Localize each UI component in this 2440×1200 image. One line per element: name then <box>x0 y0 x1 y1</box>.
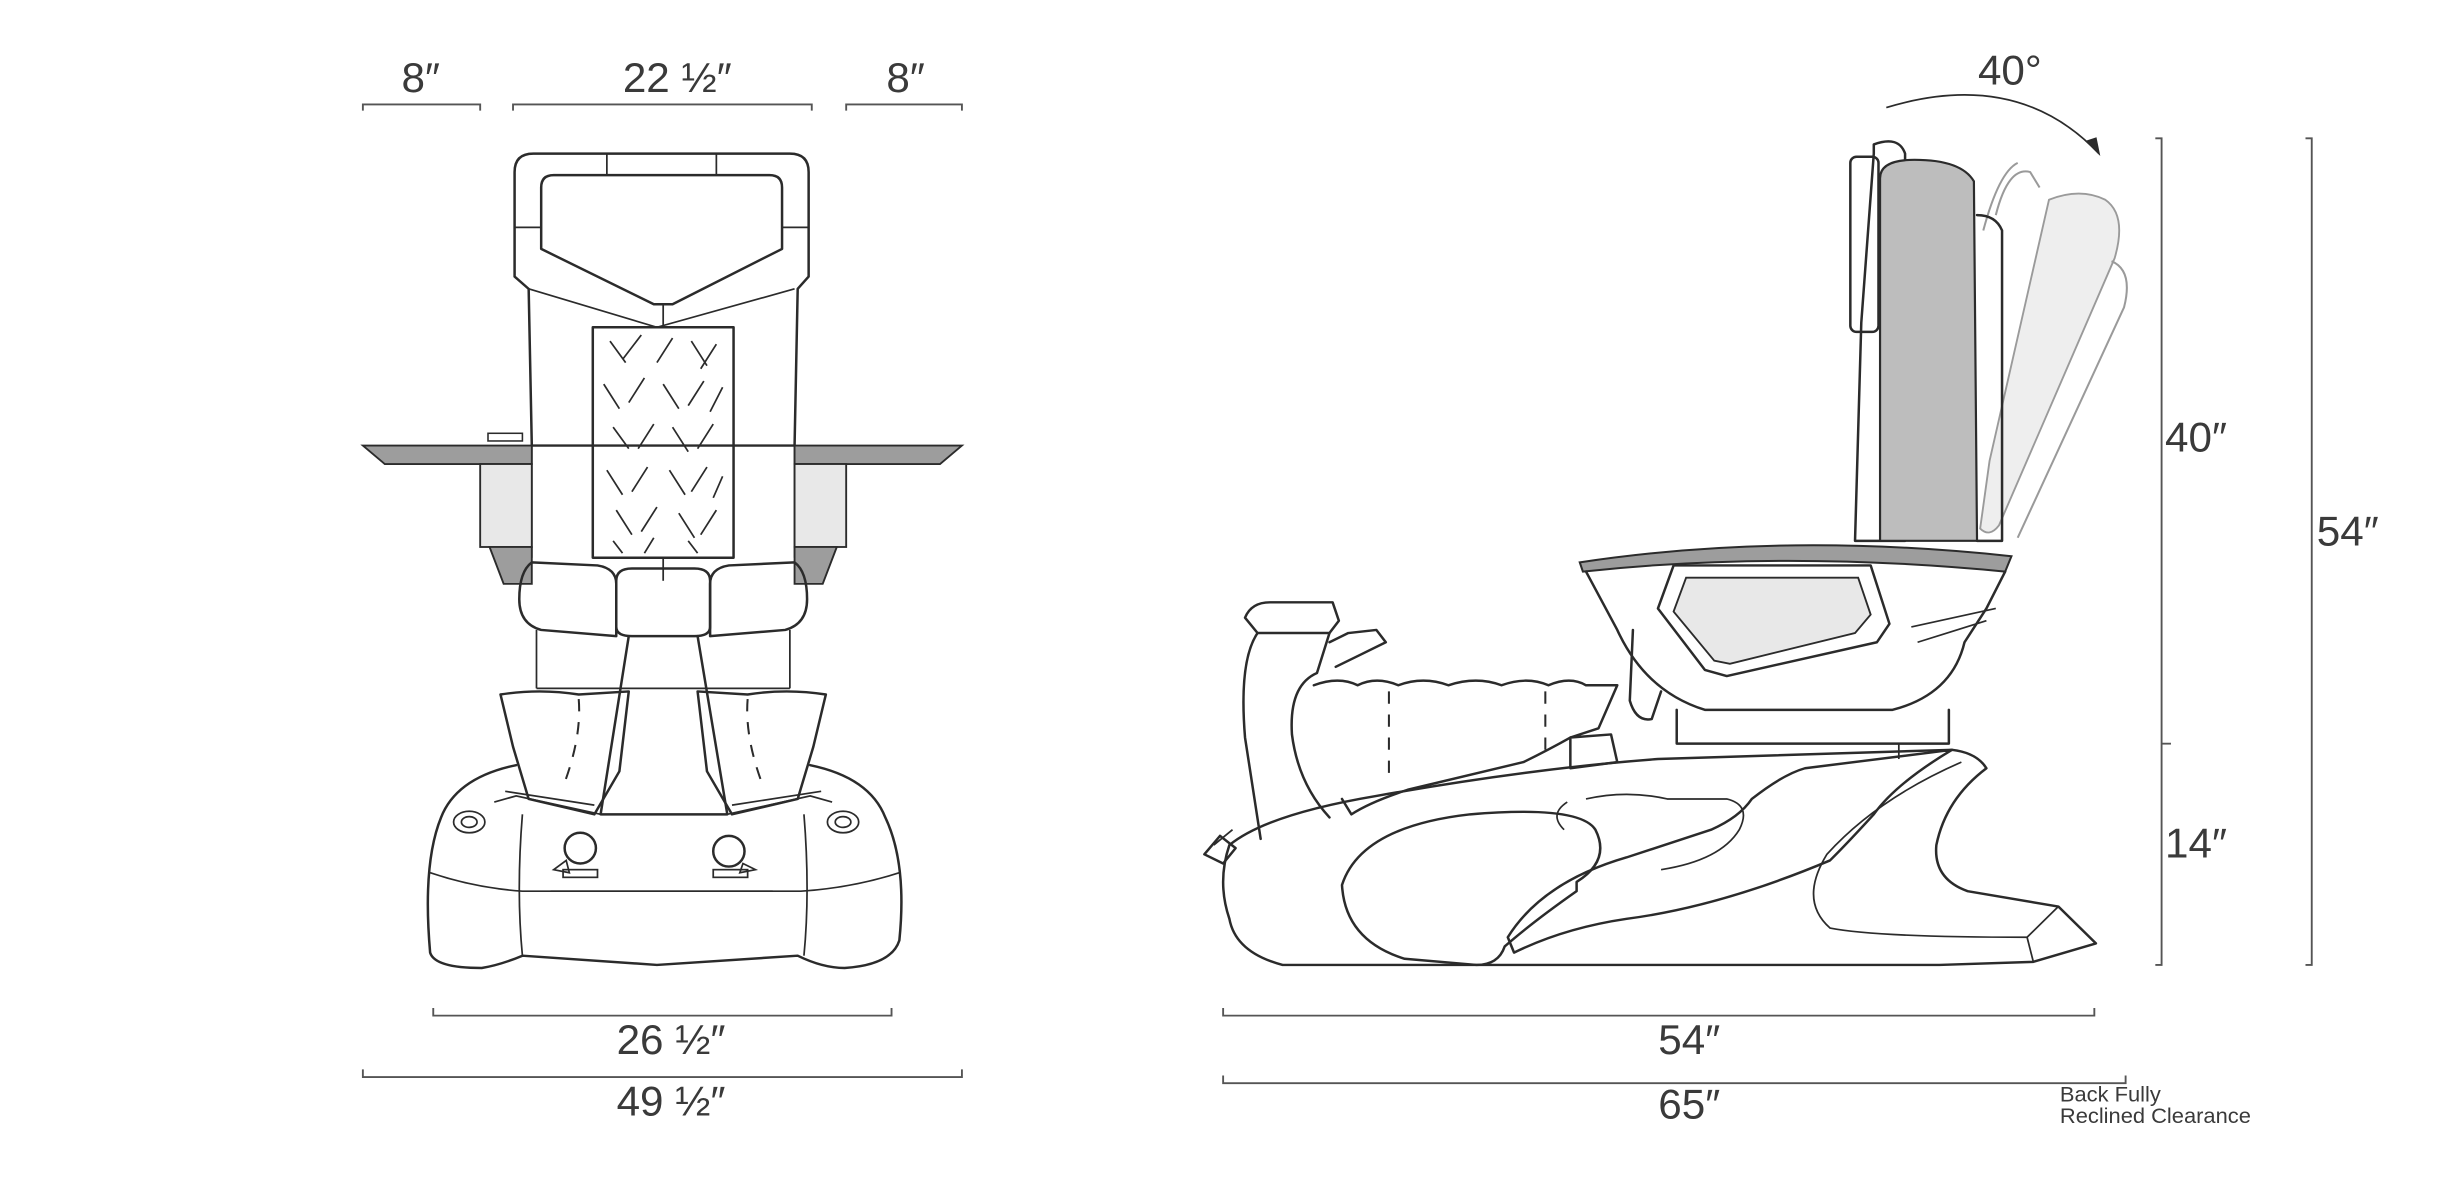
dim-back-height: 40″ <box>2165 414 2227 461</box>
recline-indicator: 40° <box>1886 47 2101 156</box>
clearance-note-line-1: Back Fully <box>2060 1082 2161 1107</box>
right-control-knob <box>711 834 759 879</box>
left-control-knob <box>551 831 599 879</box>
dim-right-tray: 8″ <box>886 55 925 102</box>
side-faucet-valve <box>1203 829 1237 865</box>
dim-overall-width: 49 ½″ <box>617 1078 726 1125</box>
dim-left-tray: 8″ <box>402 55 441 102</box>
reclined-back-ghost <box>1979 161 2128 539</box>
front-view: 8″ 22 ½″ 8″ <box>360 55 965 1125</box>
side-backrest <box>1849 140 2004 543</box>
front-basin <box>426 634 903 970</box>
front-armrests <box>360 432 965 585</box>
side-base <box>1221 748 2098 967</box>
front-top-dimensions: 8″ 22 ½″ 8″ <box>361 55 963 111</box>
front-backrest <box>513 152 810 581</box>
quilted-back-panel <box>591 326 735 559</box>
dim-base-width: 26 ½″ <box>617 1016 726 1063</box>
side-horizontal-dimensions: 54″ 65″ Back Fully Reclined Clearance <box>1222 1007 2251 1128</box>
dim-seat-width: 22 ½″ <box>623 55 732 102</box>
clearance-note-line-2: Reclined Clearance <box>2060 1103 2251 1128</box>
dim-recline-angle: 40° <box>1978 47 2042 94</box>
front-bottom-dimensions: 26 ½″ 49 ½″ <box>361 1007 963 1125</box>
dim-overall-height: 54″ <box>2317 508 2379 555</box>
side-footbath <box>1203 601 1619 865</box>
dim-seat-height: 14″ <box>2165 820 2227 867</box>
dim-base-length: 54″ <box>1658 1016 1720 1063</box>
dim-overall-length: 65″ <box>1658 1081 1720 1128</box>
quilt-pattern <box>603 334 724 554</box>
side-vertical-dimensions: 40″ 14″ 54″ <box>2155 137 2379 966</box>
front-seat <box>518 561 809 690</box>
side-view: 40° <box>1203 47 2379 1128</box>
side-seat <box>1578 544 2013 760</box>
